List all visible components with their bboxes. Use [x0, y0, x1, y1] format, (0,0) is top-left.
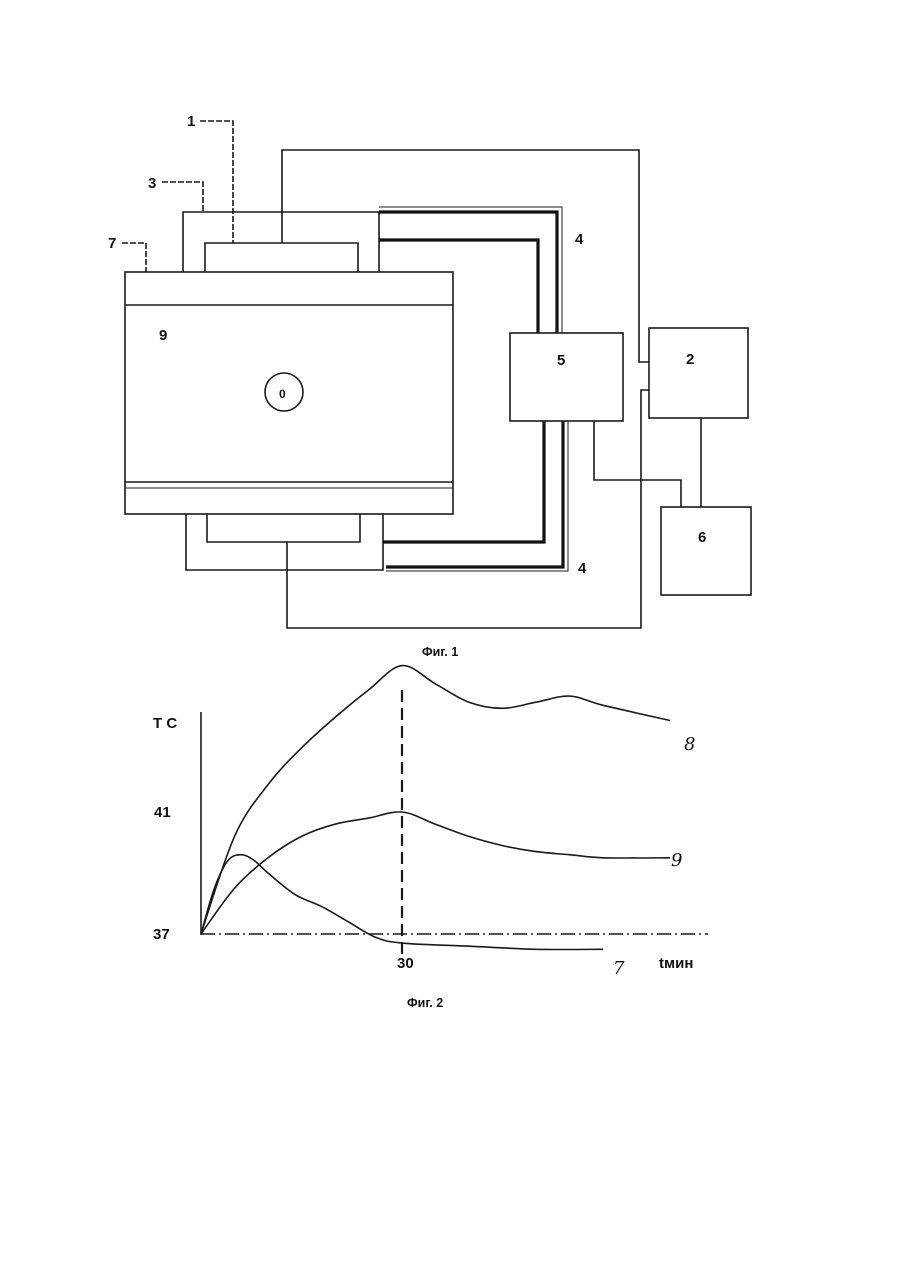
signal-line-top [282, 150, 649, 362]
leader-1 [200, 121, 233, 243]
bottom-inner-electrode [207, 514, 360, 542]
block-6 [661, 507, 751, 595]
cable-4-top-outer-thin [379, 207, 562, 333]
label-7: 7 [108, 235, 116, 252]
leader-3 [162, 182, 203, 212]
y-axis-label: T C [153, 715, 177, 732]
leader-7 [122, 243, 146, 272]
top-inner-electrode [205, 243, 358, 272]
label-6: 6 [698, 529, 706, 546]
label-3: 3 [148, 175, 156, 192]
curve-7-label: 7 [613, 958, 625, 979]
y-tick-41: 41 [154, 804, 171, 821]
link-5-to-6 [594, 421, 681, 507]
cable-4-bottom-outer [386, 421, 563, 567]
figure-1-caption: Фиг. 1 [422, 645, 458, 659]
figure-2-chart: T C tмин 41 37 30 8 9 7 Фиг. 2 [153, 666, 708, 1010]
curve-8-label: 8 [684, 734, 695, 755]
label-center: 0 [279, 387, 286, 401]
figure-2-caption: Фиг. 2 [407, 996, 443, 1010]
curve-8 [201, 666, 670, 934]
top-outer-electrode [183, 212, 379, 272]
block-5 [510, 333, 623, 421]
figure-1-schematic: 1 3 7 9 0 4 4 5 2 6 Фиг. 1 [108, 113, 751, 659]
curve-9-label: 9 [671, 850, 682, 871]
x-axis-label: tмин [659, 955, 693, 972]
curve-9 [201, 812, 670, 934]
label-1: 1 [187, 113, 195, 130]
chamber-body [125, 272, 453, 514]
label-9: 9 [159, 327, 167, 344]
cable-4-top-inner [379, 240, 538, 333]
x-tick-30: 30 [397, 955, 414, 972]
label-2: 2 [686, 351, 694, 368]
label-4-bottom: 4 [578, 560, 587, 577]
label-4-top: 4 [575, 231, 584, 248]
cable-4-bottom-outer-thin [386, 421, 568, 571]
block-2 [649, 328, 748, 418]
y-tick-37: 37 [153, 926, 170, 943]
label-5: 5 [557, 352, 565, 369]
